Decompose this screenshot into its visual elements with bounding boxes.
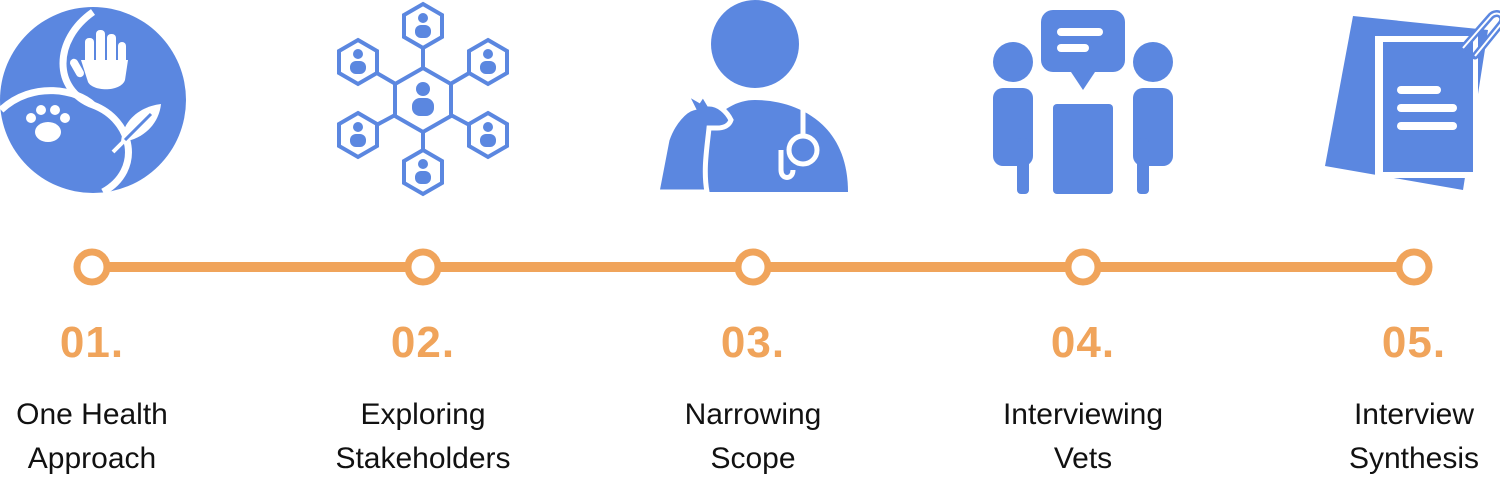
- interview-icon: [983, 0, 1183, 200]
- document-icon: [1313, 0, 1500, 200]
- step-number-2: 02.: [390, 318, 456, 367]
- step-number-5: 05.: [1381, 318, 1447, 367]
- timeline-node-1: [73, 248, 111, 286]
- step-number-4: 04.: [1050, 318, 1116, 367]
- one-health-icon: [0, 0, 193, 200]
- step-label-4: Interviewing Vets: [1002, 398, 1164, 475]
- step-label-2: Exploring Stakeholders: [335, 398, 511, 475]
- step-label-1: One Health Approach: [16, 398, 168, 475]
- stakeholder-network-icon: [323, 0, 523, 200]
- step-label-5: Interview Synthesis: [1348, 398, 1480, 475]
- timeline-node-5: [1395, 248, 1433, 286]
- timeline: [73, 248, 1433, 286]
- step-number-3: 03.: [720, 318, 786, 367]
- timeline-node-2: [404, 248, 442, 286]
- step-label-3: Narrowing Scope: [684, 398, 822, 475]
- vet-with-dog-icon: [653, 0, 853, 200]
- timeline-node-3: [734, 248, 772, 286]
- timeline-node-4: [1064, 248, 1102, 286]
- step-number-1: 01.: [59, 318, 125, 367]
